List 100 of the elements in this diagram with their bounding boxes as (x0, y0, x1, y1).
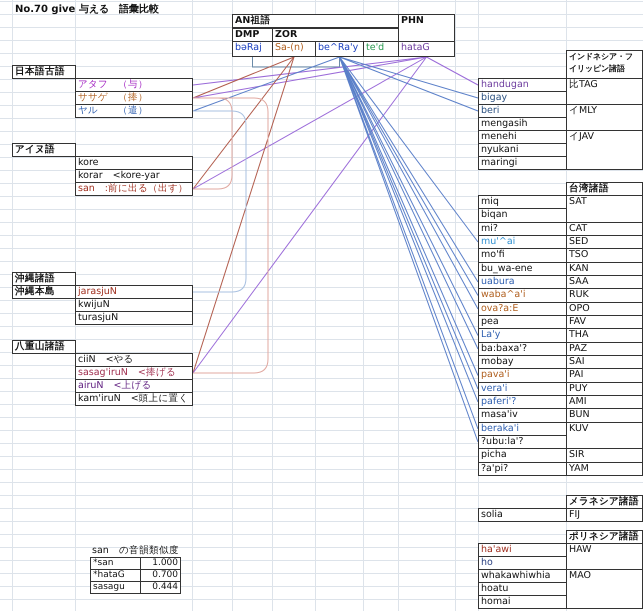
word-cell: アタフ （与） (75, 78, 193, 92)
group-heading-cell: メラネシア諸語 (566, 495, 643, 509)
language-code-cell: KAN (566, 262, 643, 276)
language-code-cell: BUN (566, 408, 643, 423)
header-cell: ZOR (272, 28, 399, 42)
connector-line (252, 56, 340, 68)
word-cell: kore (75, 156, 193, 170)
group-heading-cell: 沖縄諸語 (12, 272, 76, 286)
word-cell: ba:baxa'? (478, 342, 567, 356)
word-cell: ha'awi (478, 543, 567, 557)
language-code-cell: イJAV (566, 130, 643, 170)
table-cell: *san (90, 557, 141, 570)
word-cell: biqan (478, 208, 567, 223)
word-cell: mo'fi (478, 248, 567, 263)
language-code-cell: イMLY (566, 104, 643, 131)
connector-line (339, 56, 478, 98)
proto-form-cell: hataG (398, 41, 455, 57)
group-heading-cell: 日本語古語 (12, 65, 76, 79)
word-cell: handugan (478, 78, 567, 92)
table-caption: san の音韻類似度 (92, 545, 179, 557)
proto-form-cell: bəRaj (232, 41, 273, 57)
connector-line (192, 110, 246, 292)
word-cell: uabura (478, 275, 567, 289)
proto-form-cell: be^Ra'y (315, 41, 364, 57)
language-code-cell: PUY (566, 382, 643, 396)
language-code-cell: YAM (566, 462, 643, 476)
language-code-cell: SIR (566, 448, 643, 463)
word-cell: bigay (478, 91, 567, 105)
word-cell: miq (478, 195, 567, 209)
language-code-cell: PAI (566, 368, 643, 383)
group-heading-cell: ポリネシア諸語 (566, 530, 643, 544)
connector-line (192, 98, 232, 190)
connector-line (192, 56, 427, 190)
word-cell: solia (478, 508, 567, 522)
language-code-cell: 比TAG (566, 78, 643, 105)
word-cell: ?a'pi? (478, 462, 567, 476)
header-cell: PHN (398, 14, 455, 42)
table-cell: 0.444 (140, 581, 181, 594)
table-cell: 0.700 (140, 569, 181, 582)
language-code-cell: RUK (566, 288, 643, 303)
word-cell: korar <kore-yar (75, 169, 193, 183)
word-cell: waba^a'i (478, 288, 567, 303)
header-cell: AN祖語 (232, 14, 399, 28)
group-heading-cell: 沖縄本島 (12, 285, 76, 299)
word-cell: ヤル （遣） (75, 104, 193, 118)
language-code-cell: SAT (566, 195, 643, 223)
connector-line (192, 56, 294, 374)
word-cell: vera'i (478, 382, 567, 396)
language-code-cell: HAW (566, 543, 643, 570)
word-cell: kam'iruN <頭上に置く (75, 392, 193, 406)
header-cell: DMP (232, 28, 273, 42)
word-cell: hoatu (478, 582, 567, 596)
language-code-cell: AMI (566, 395, 643, 409)
connector-line (192, 56, 294, 98)
word-cell: ho (478, 556, 567, 570)
language-code-cell: PAZ (566, 342, 643, 356)
word-cell: beraka'i (478, 422, 567, 436)
word-cell: jarasjuN (75, 285, 193, 299)
word-cell: paferi'? (478, 395, 567, 409)
language-code-cell: TSO (566, 248, 643, 263)
word-cell: pava'i (478, 368, 567, 383)
word-cell: nyukani (478, 143, 567, 157)
table-cell: 1.000 (140, 557, 181, 570)
language-code-cell: FAV (566, 315, 643, 329)
word-cell: ササゲ （捧） (75, 91, 193, 105)
title: No.70 give 与える 語彙比較 (15, 2, 159, 16)
word-cell: san :前に出る（出す） (75, 182, 193, 196)
word-cell: sasag'iruN <捧げる (75, 366, 193, 380)
word-cell: kwijuN (75, 298, 193, 312)
connector-line (192, 56, 427, 98)
group-heading-cell: 八重山諸語 (12, 340, 76, 354)
word-cell: whakawhiwhia (478, 569, 567, 583)
word-cell: homai (478, 595, 567, 609)
language-code-cell: SAI (566, 355, 643, 369)
group-heading-cell: 台湾諸語 (566, 182, 643, 196)
connector-line (192, 56, 294, 190)
table-cell: sasagu (90, 581, 141, 594)
proto-form-cell: te'd (363, 41, 399, 57)
language-code-cell: MAO (566, 569, 643, 609)
table-cell: *hataG (90, 569, 141, 582)
word-cell: ?ubu:la'? (478, 435, 567, 449)
word-cell: beri (478, 104, 567, 118)
language-code-cell: SAA (566, 275, 643, 289)
word-cell: mengasih (478, 117, 567, 131)
word-cell: mobay (478, 355, 567, 369)
word-cell: airuN <上げる (75, 379, 193, 393)
word-cell: bu_wa-ene (478, 262, 567, 276)
word-cell: pea (478, 315, 567, 329)
language-code-cell: OPO (566, 302, 643, 316)
word-cell: La'y (478, 328, 567, 343)
connector-line (339, 56, 478, 112)
language-code-cell: THA (566, 328, 643, 343)
connector-line (192, 56, 427, 374)
connector-line (192, 56, 340, 112)
word-cell: turasjuN (75, 311, 193, 325)
word-cell: menehi (478, 130, 567, 144)
connector-line (192, 98, 268, 374)
word-cell: ciiN <やる (75, 353, 193, 367)
language-code-cell: FIJ (566, 508, 643, 522)
group-heading-cell: インドネシア・フイリッピン諸語 (566, 50, 643, 79)
